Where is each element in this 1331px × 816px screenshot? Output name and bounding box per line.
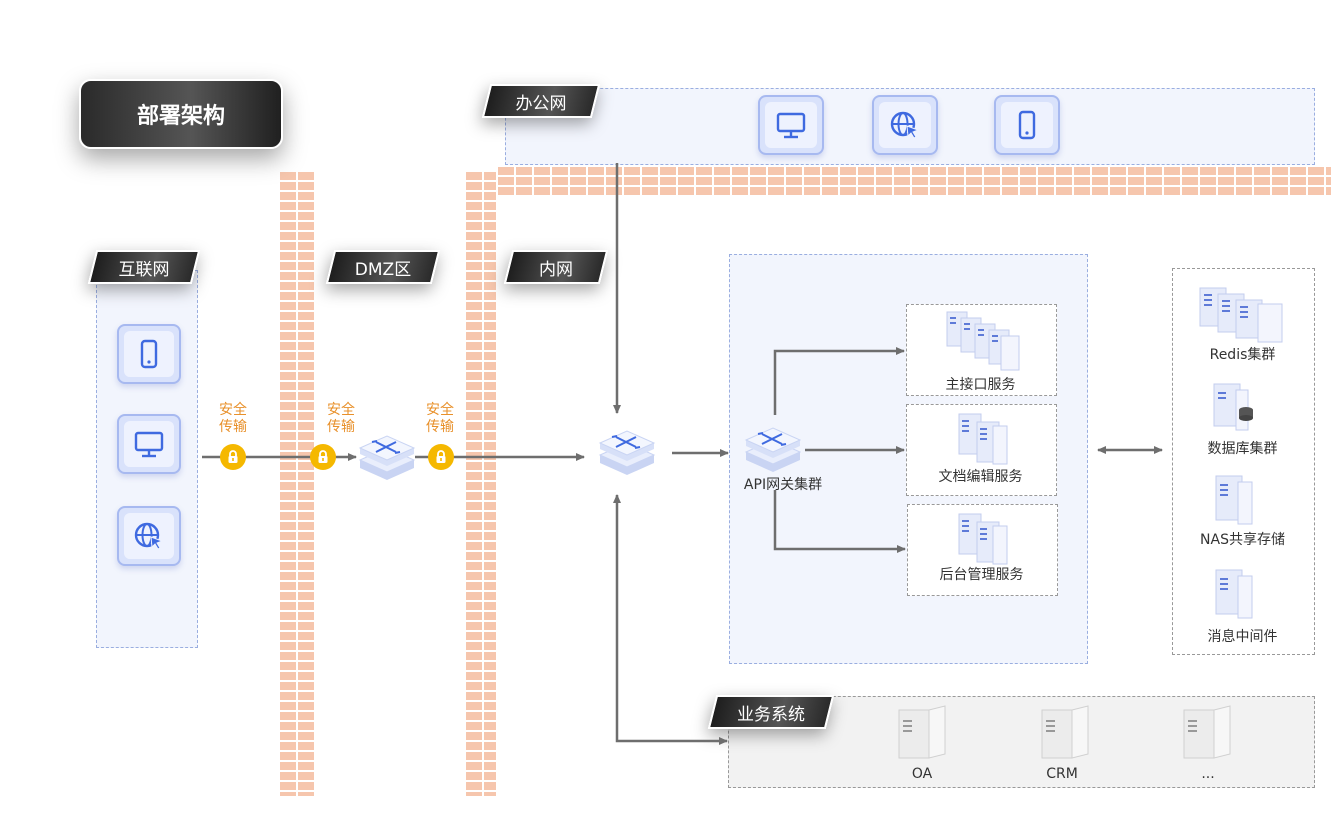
server-cluster-icon: [958, 413, 1008, 465]
business-label-more: ...: [1201, 766, 1215, 782]
redis-cluster-icon: [1199, 287, 1283, 343]
server-cluster-icon: [946, 311, 1020, 371]
firewall-internet-dmz: [278, 170, 314, 796]
secure-transport-1: 安全传输: [219, 402, 247, 435]
lock-icon: [220, 444, 246, 470]
browser-icon: [134, 522, 164, 550]
firewall-dmz-intranet: [464, 170, 496, 796]
zone-tag-office: 办公网: [481, 84, 601, 118]
nas-storage-icon: [1215, 475, 1253, 525]
page-title: 部署架构: [79, 79, 283, 149]
crm-server-icon: [1041, 705, 1089, 759]
zone-tag-dmz: DMZ区: [325, 250, 441, 284]
other-server-icon: [1183, 705, 1231, 759]
internet-mobile: [117, 324, 181, 384]
zone-tag-intranet: 内网: [503, 250, 609, 284]
intranet-switch-icon: [598, 430, 656, 475]
business-label-crm: CRM: [1046, 766, 1078, 782]
lock-icon: [428, 444, 454, 470]
secure-transport-2: 安全传输: [327, 402, 355, 435]
storage-label-nas: NAS共享存储: [1200, 532, 1285, 548]
office-mobile: [994, 95, 1060, 155]
service-label-doc: 文档编辑服务: [938, 469, 1023, 485]
office-desktop: [758, 95, 824, 155]
desktop-icon: [776, 112, 806, 139]
firewall-office: [496, 165, 1331, 197]
internet-desktop: [117, 414, 181, 474]
desktop-icon: [134, 431, 164, 458]
message-middleware-icon: [1215, 569, 1253, 619]
zone-tag-internet: 互联网: [87, 250, 201, 284]
secure-transport-3: 安全传输: [426, 402, 454, 435]
database-cluster-icon: [1213, 383, 1253, 431]
internet-browser: [117, 506, 181, 566]
storage-label-redis: Redis集群: [1209, 347, 1276, 363]
business-label-oa: OA: [911, 766, 933, 782]
gateway-label: API网关集群: [743, 477, 823, 493]
server-cluster-icon: [958, 513, 1008, 565]
browser-icon: [890, 111, 920, 139]
storage-label-database: 数据库集群: [1207, 441, 1278, 457]
service-label-main: 主接口服务: [945, 377, 1016, 393]
service-label-admin: 后台管理服务: [939, 567, 1024, 583]
zone-tag-business: 业务系统: [707, 695, 835, 729]
office-browser: [872, 95, 938, 155]
mobile-icon: [140, 339, 158, 369]
lock-icon: [310, 444, 336, 470]
storage-label-mq: 消息中间件: [1207, 629, 1278, 645]
dmz-switch-icon: [358, 435, 416, 480]
oa-server-icon: [898, 705, 946, 759]
mobile-icon: [1018, 110, 1036, 140]
gateway-switch-icon: [744, 427, 802, 472]
